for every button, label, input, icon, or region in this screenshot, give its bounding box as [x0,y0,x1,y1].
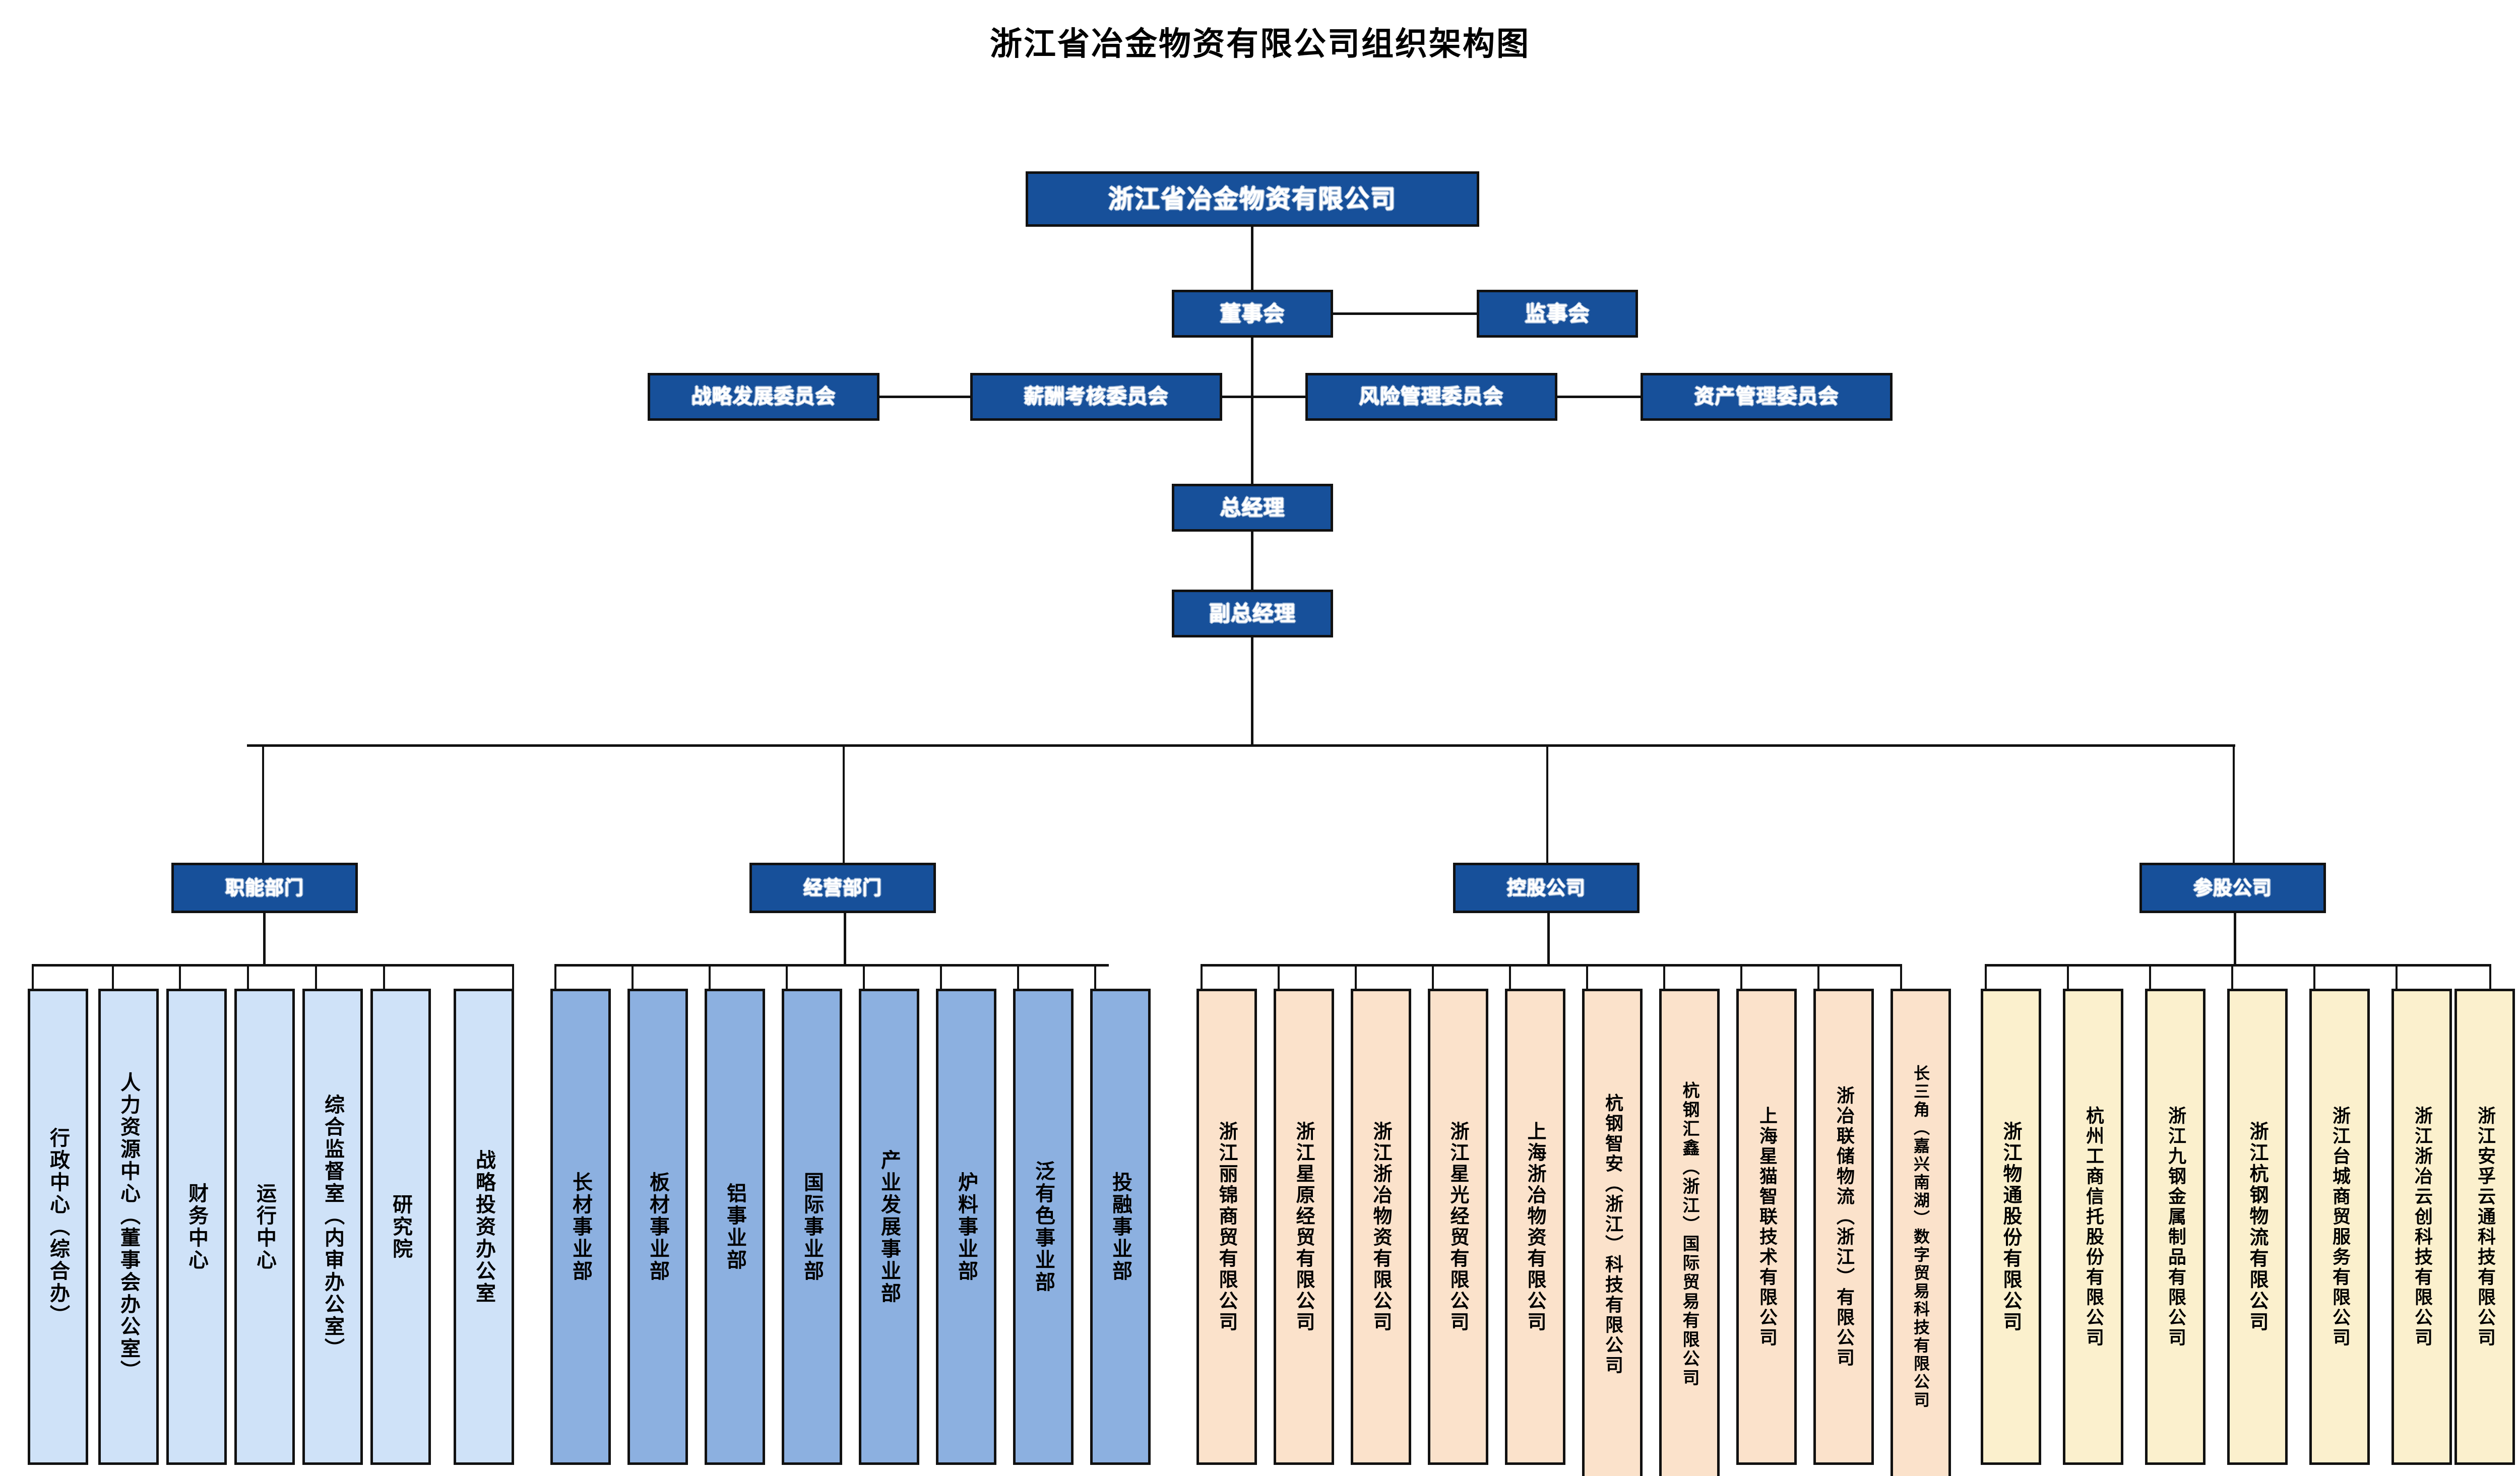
connector-holding-leaf-5 [1586,964,1588,990]
connector-holding-leaf-7 [1740,964,1742,990]
node-category-functional-departments[interactable]: 职能部门 [171,863,358,913]
connector-business-leaf-1 [632,964,634,990]
page-title: 浙江省冶金物资有限公司组织架构图 [990,26,1530,63]
leaf-business-nonferrous[interactable]: 泛有色事业部 [1013,989,1074,1465]
leaf-equity-jiugang-metal-products[interactable]: 浙江九钢金属制品有限公司 [2145,989,2206,1465]
leaf-equity-zheye-yunchuang-tech[interactable]: 浙江浙冶云创科技有限公司 [2391,989,2452,1465]
connector-holding-leaf-4 [1509,964,1511,990]
node-board-of-supervisors[interactable]: 监事会 [1477,290,1638,338]
leaf-functional-research-institute[interactable]: 研究院 [370,989,431,1465]
connector-main-bus [247,744,2235,747]
connector-holding-drop [1547,913,1550,966]
node-deputy-general-manager[interactable]: 副总经理 [1172,590,1333,637]
connector-business-bus [554,964,1109,967]
connector-holding-leaf-3 [1432,964,1434,990]
leaf-business-aluminum[interactable]: 铝事业部 [705,989,765,1465]
connector-business-leaf-0 [554,964,556,990]
connector-functional-bus [32,964,514,967]
connector-equity-drop [2234,913,2236,966]
connector-business-leaf-5 [940,964,942,990]
node-committee-compensation[interactable]: 薪酬考核委员会 [970,373,1222,421]
node-committee-risk[interactable]: 风险管理委员会 [1305,373,1557,421]
connector-committee-2-3 [1222,396,1305,398]
leaf-holding-hangang-zhian-tech[interactable]: 杭钢智安（浙江）科技有限公司 [1582,989,1643,1476]
connector-bus-to-equity [2233,744,2235,863]
connector-business-leaf-2 [709,964,711,990]
connector-holding-bus [1201,964,1902,967]
leaf-holding-yangtze-delta-digital-trade[interactable]: 长三角（嘉兴南湖）数字贸易科技有限公司 [1891,989,1951,1476]
connector-holding-leaf-1 [1278,964,1280,990]
connector-committee-3-4 [1557,396,1641,398]
leaf-business-long-products[interactable]: 长材事业部 [550,989,611,1465]
connector-bus-to-functional [262,744,264,863]
connector-holding-leaf-8 [1817,964,1819,990]
connector-functional-leaf-0 [32,964,34,990]
leaf-equity-hangzhou-industrial-trust[interactable]: 杭州工商信托股份有限公司 [2063,989,2123,1465]
connector-equity-leaf-6 [2489,964,2491,990]
connector-equity-leaf-5 [2396,964,2398,990]
connector-bus-to-holding [1546,744,1548,863]
connector-equity-leaf-4 [2313,964,2315,990]
connector-committee-1-2 [879,396,970,398]
leaf-holding-xingyuan-trade[interactable]: 浙江星原经贸有限公司 [1274,989,1334,1465]
connector-equity-leaf-2 [2149,964,2151,990]
leaf-functional-supervision-office[interactable]: 综合监督室（内审办公室） [302,989,363,1465]
leaf-functional-hr-center[interactable]: 人力资源中心（董事会办公室） [98,989,159,1465]
leaf-holding-shanghai-xingmao-tech[interactable]: 上海星猫智联技术有限公司 [1736,989,1797,1465]
leaf-business-investment-financing[interactable]: 投融事业部 [1090,989,1151,1465]
leaf-holding-zheye-lianchu-logistics[interactable]: 浙冶联储物流（浙江）有限公司 [1813,989,1874,1465]
leaf-equity-hangang-logistics[interactable]: 浙江杭钢物流有限公司 [2227,989,2288,1465]
connector-equity-leaf-1 [2067,964,2069,990]
leaf-functional-strategic-investment-office[interactable]: 战略投资办公室 [454,989,514,1465]
node-category-business-departments[interactable]: 经营部门 [749,863,936,913]
leaf-business-international[interactable]: 国际事业部 [782,989,842,1465]
connector-holding-leaf-2 [1355,964,1357,990]
connector-business-drop [844,913,846,966]
connector-functional-drop [263,913,266,966]
connector-business-leaf-7 [1094,964,1096,990]
leaf-business-plate-products[interactable]: 板材事业部 [627,989,688,1465]
connector-deputy-to-main-bus [1251,637,1253,746]
connector-holding-leaf-9 [1900,964,1902,990]
connector-board-to-supervisors [1333,312,1477,315]
leaf-holding-lijin-trade[interactable]: 浙江丽锦商贸有限公司 [1196,989,1257,1465]
connector-functional-leaf-2 [179,964,181,990]
connector-functional-leaf-5 [383,964,385,990]
node-root-company[interactable]: 浙江省冶金物资有限公司 [1026,171,1479,227]
connector-business-leaf-4 [863,964,865,990]
node-committee-strategy[interactable]: 战略发展委员会 [648,373,879,421]
node-general-manager[interactable]: 总经理 [1172,484,1333,532]
connector-gm-to-deputy [1251,532,1253,590]
connector-functional-leaf-6 [512,964,514,990]
connector-board-to-committees [1251,338,1253,509]
leaf-holding-shanghai-zheye-materials[interactable]: 上海浙冶物资有限公司 [1505,989,1565,1465]
node-board-of-directors[interactable]: 董事会 [1172,290,1333,338]
connector-holding-leaf-6 [1663,964,1665,990]
connector-business-leaf-6 [1017,964,1019,990]
leaf-business-industrial-development[interactable]: 产业发展事业部 [859,989,919,1465]
leaf-equity-taicheng-trade-services[interactable]: 浙江台城商贸服务有限公司 [2309,989,2370,1465]
connector-holding-leaf-0 [1201,964,1203,990]
connector-functional-leaf-3 [247,964,249,990]
connector-equity-leaf-3 [2231,964,2233,990]
leaf-functional-operations-center[interactable]: 运行中心 [234,989,295,1465]
node-category-equity-companies[interactable]: 参股公司 [2139,863,2326,913]
leaf-holding-zhejiang-zheye-materials[interactable]: 浙江浙冶物资有限公司 [1351,989,1411,1465]
connector-functional-leaf-1 [112,964,114,990]
connector-bus-to-business [843,744,845,863]
connector-equity-leaf-0 [1985,964,1987,990]
leaf-functional-admin-center[interactable]: 行政中心（综合办） [28,989,88,1465]
leaf-holding-xingguang-trade[interactable]: 浙江星光经贸有限公司 [1428,989,1488,1465]
node-category-holding-companies[interactable]: 控股公司 [1453,863,1640,913]
connector-equity-bus [1985,964,2491,967]
leaf-holding-hangang-huixin-intl-trade[interactable]: 杭钢汇鑫（浙江）国际贸易有限公司 [1659,989,1720,1476]
leaf-equity-anfu-yuntong-tech[interactable]: 浙江安孚云通科技有限公司 [2454,989,2515,1465]
leaf-business-furnace-charge[interactable]: 炉料事业部 [936,989,996,1465]
leaf-equity-wutong-shares[interactable]: 浙江物通股份有限公司 [1981,989,2041,1465]
connector-business-leaf-3 [786,964,788,990]
node-committee-asset[interactable]: 资产管理委员会 [1641,373,1893,421]
connector-functional-leaf-4 [315,964,317,990]
connector-root-to-board [1251,227,1253,290]
leaf-functional-finance-center[interactable]: 财务中心 [166,989,227,1465]
